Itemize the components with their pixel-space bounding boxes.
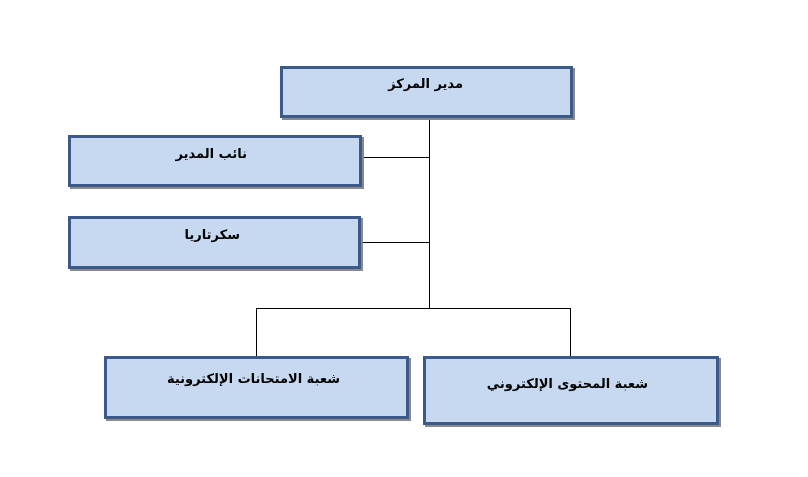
divisions-bus-line [256,308,571,309]
content-division-box: شعبة المحتوى الإلكتروني [423,356,719,425]
exams-drop-line [256,308,257,357]
main-trunk-line [429,117,430,308]
deputy-box: نائب المدير [68,135,362,187]
exams-division-box: شعبة الامتحانات الإلكترونية [104,356,409,419]
secretary-box: سكرتاريا [68,216,361,269]
director-label: مدير المركز [388,77,463,92]
secretary-connector-line [360,242,429,243]
director-box: مدير المركز [280,66,573,118]
content-division-label: شعبة المحتوى الإلكتروني [486,377,648,392]
exams-division-label: شعبة الامتحانات الإلكترونية [166,372,340,387]
content-drop-line [570,308,571,357]
deputy-label: نائب المدير [175,147,247,162]
secretary-label: سكرتاريا [184,228,240,243]
deputy-connector-line [361,157,429,158]
